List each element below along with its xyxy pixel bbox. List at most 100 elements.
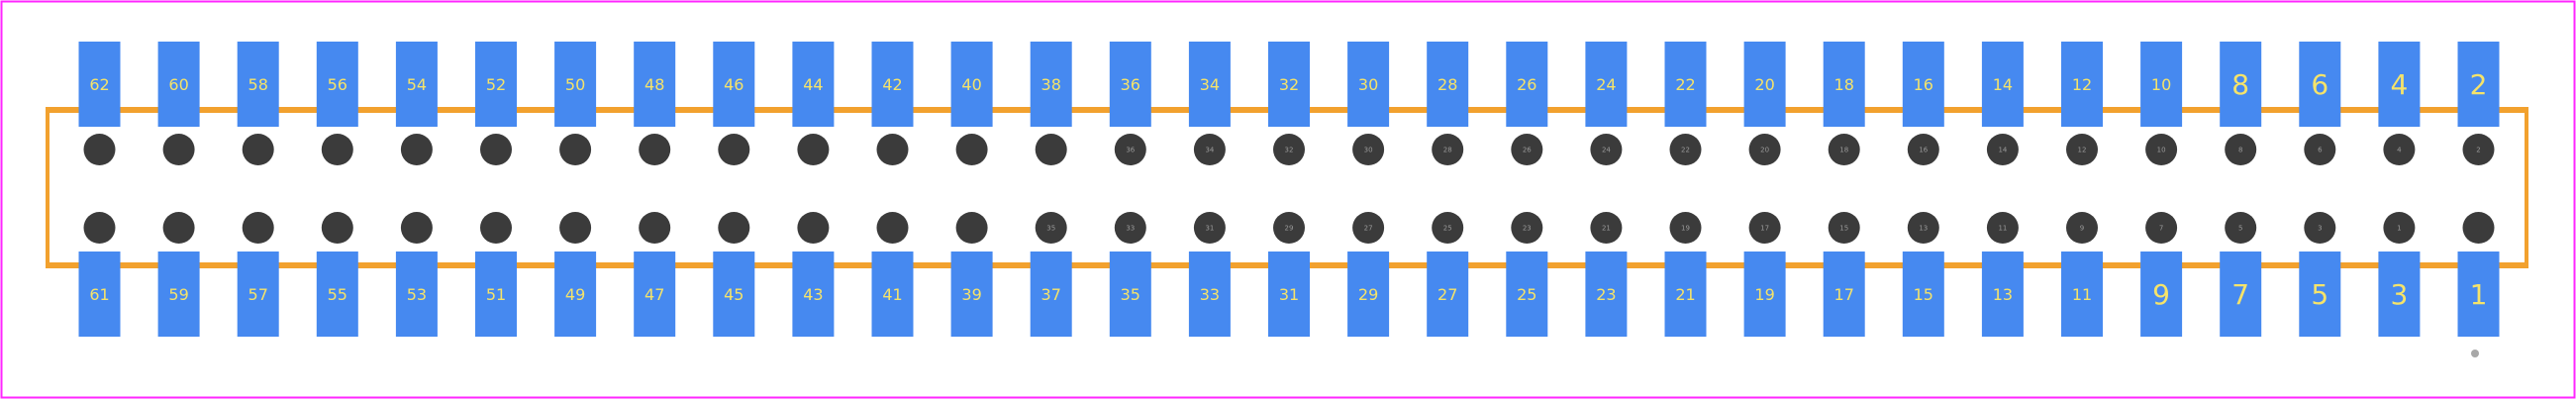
via-hole-top [955,134,988,165]
via-label: 33 [1126,225,1135,233]
pad-top: 42 [871,42,914,127]
pad-top: 40 [950,42,993,127]
pad-bottom: 13 [1981,252,2024,337]
via-hole-top: 2 [2462,134,2495,165]
pad-number: 50 [565,75,585,94]
pad-top: 52 [475,42,517,127]
via-hole-bottom: 29 [1273,212,1305,244]
pad-bottom: 47 [634,252,676,337]
pad-number: 60 [168,75,188,94]
pad-top: 14 [1981,42,2024,127]
pad-number: 47 [644,285,664,304]
pad-number: 43 [803,285,823,304]
pad-number: 35 [1121,285,1140,304]
pad-bottom: 15 [1902,252,1944,337]
via-hole-top: 36 [1114,134,1146,165]
via-hole-top: 4 [2383,134,2416,165]
pad-number: 7 [2231,278,2249,311]
pad-number: 30 [1358,75,1378,94]
via-label: 34 [1205,147,1214,154]
pad-top: 6 [2299,42,2341,127]
pad-number: 27 [1437,285,1457,304]
pad-number: 23 [1596,285,1616,304]
pad-number: 5 [2311,278,2328,311]
via-label: 36 [1126,147,1135,154]
pad-bottom: 25 [1506,252,1548,337]
via-hole-bottom: 7 [2145,212,2178,244]
via-hole-bottom [718,212,750,244]
via-hole-top: 6 [2304,134,2336,165]
pad-number: 62 [89,75,109,94]
pad-bottom: 5 [2299,252,2341,337]
pad-bottom: 29 [1347,252,1390,337]
pad-bottom: 43 [792,252,835,337]
pad-top: 22 [1664,42,1707,127]
via-hole-top: 10 [2145,134,2178,165]
pad-number: 14 [1993,75,2013,94]
pad-top: 38 [1030,42,1072,127]
via-hole-top: 16 [1907,134,1939,165]
pad-bottom: 57 [237,252,279,337]
pad-number: 13 [1993,285,2013,304]
pad-top: 36 [1109,42,1151,127]
pad-number: 32 [1279,75,1299,94]
via-hole-top: 18 [1828,134,1860,165]
via-hole-top [321,134,353,165]
via-label: 2 [2476,147,2480,154]
pad-bottom: 23 [1585,252,1628,337]
via-label: 18 [1839,147,1848,154]
via-hole-bottom: 5 [2225,212,2257,244]
via-hole-top: 26 [1511,134,1543,165]
pad-number: 36 [1121,75,1140,94]
pin1-marker [2471,350,2479,357]
pad-number: 1 [2470,278,2488,311]
pad-number: 34 [1200,75,1220,94]
via-hole-bottom: 15 [1828,212,1860,244]
via-label: 32 [1285,147,1294,154]
pad-bottom: 33 [1188,252,1231,337]
via-label: 6 [2318,147,2323,154]
pad-number: 3 [2390,278,2408,311]
pad-top: 12 [2061,42,2103,127]
via-hole-bottom [2462,212,2495,244]
via-hole-bottom [639,212,671,244]
pad-number: 37 [1041,285,1061,304]
pad-number: 29 [1358,285,1378,304]
pad-top: 56 [316,42,358,127]
pad-bottom: 3 [2378,252,2421,337]
via-label: 30 [1364,147,1373,154]
pad-number: 17 [1834,285,1854,304]
via-label: 14 [1998,147,2007,154]
via-hole-bottom: 3 [2304,212,2336,244]
pad-top: 8 [2220,42,2262,127]
pad-number: 24 [1596,75,1616,94]
pad-number: 57 [248,285,268,304]
pad-number: 55 [328,285,347,304]
pad-bottom: 9 [2140,252,2183,337]
via-hole-top: 24 [1590,134,1623,165]
via-label: 12 [2078,147,2087,154]
via-hole-bottom [480,212,512,244]
via-label: 10 [2157,147,2166,154]
via-label: 35 [1046,225,1055,233]
pad-number: 38 [1041,75,1061,94]
via-hole-top [639,134,671,165]
pad-top: 30 [1347,42,1390,127]
pad-number: 61 [89,285,109,304]
pad-bottom: 31 [1268,252,1310,337]
via-hole-top: 28 [1432,134,1464,165]
pad-number: 54 [407,75,427,94]
pad-top: 34 [1188,42,1231,127]
via-label: 19 [1681,225,1690,233]
pad-bottom: 21 [1664,252,1707,337]
via-label: 4 [2397,147,2402,154]
pad-number: 41 [882,285,902,304]
pad-number: 15 [1914,285,1933,304]
via-label: 17 [1760,225,1769,233]
via-hole-bottom: 27 [1352,212,1385,244]
pad-top: 4 [2378,42,2421,127]
pad-number: 58 [248,75,268,94]
via-hole-bottom: 33 [1114,212,1146,244]
